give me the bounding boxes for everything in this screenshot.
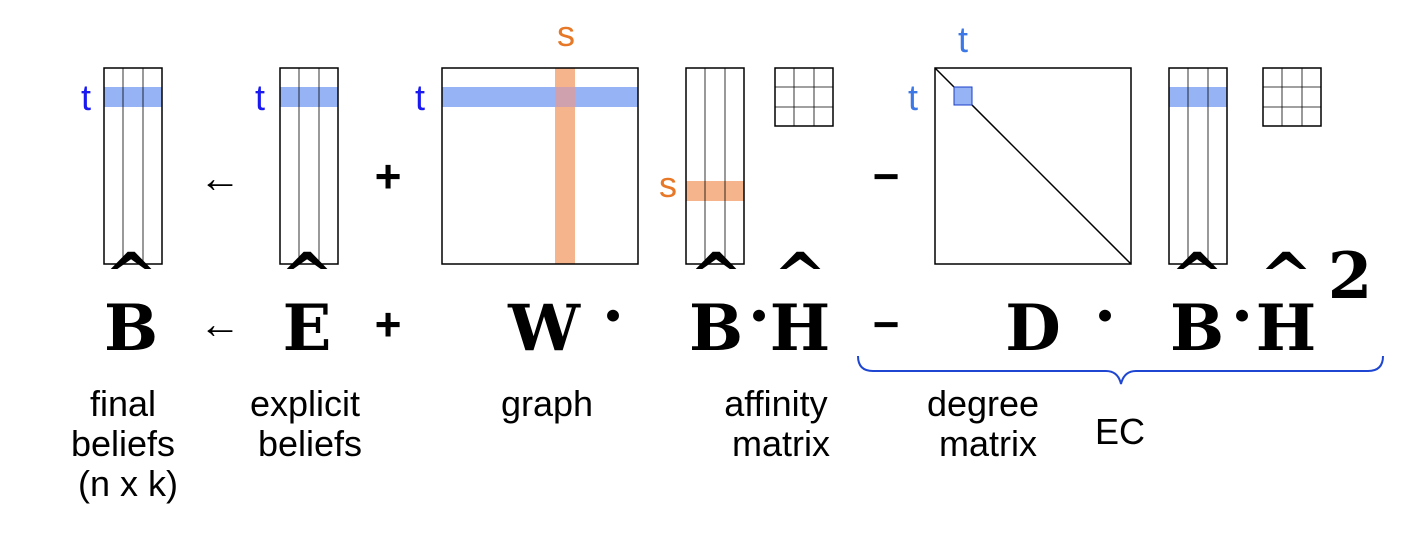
hat-accent: ^ (1259, 239, 1313, 314)
dot-operator: · (1094, 279, 1116, 354)
final-beliefs-matrix: t (81, 67, 163, 265)
affinity-matrix-label: affinity matrix (724, 383, 837, 464)
symbol-w: W (507, 291, 581, 366)
ec-label: EC (1095, 411, 1145, 452)
plus-operator: + (375, 150, 402, 202)
t-column-label: t (958, 19, 968, 60)
dot-operator: · (748, 279, 770, 354)
degree-matrix-label: degree matrix (927, 383, 1049, 464)
row-t-highlight (442, 87, 638, 107)
symbol-h-hat: H (1256, 291, 1316, 366)
explicit-beliefs-label: explicit beliefs (250, 383, 370, 464)
row-t-highlight (104, 87, 162, 107)
ec-brace (857, 355, 1384, 385)
diagonal-t-highlight (953, 86, 973, 106)
hat-accent: ^ (1170, 239, 1224, 314)
t-row-label: t (908, 77, 918, 118)
left-arrow-icon: ← (199, 300, 241, 347)
graph-label: graph (501, 383, 593, 424)
superscript-2: 2 (1328, 239, 1373, 314)
symbol-e-hat: E (283, 291, 332, 366)
t-row-label: t (415, 77, 425, 118)
minus-operator: − (873, 298, 900, 350)
symbol-b-hat: B (104, 291, 158, 366)
symbol-b-hat: B (689, 291, 743, 366)
dot-operator: · (602, 279, 624, 354)
equation: B ^ ← E ^ + W · B ^ · H ^ − D · B ^ · H … (104, 239, 1372, 366)
symbol-h-hat: H (770, 291, 830, 366)
t-row-label: t (81, 77, 91, 118)
hat-accent: ^ (104, 239, 158, 314)
row-s-highlight (686, 181, 744, 201)
symbol-b-hat: B (1170, 291, 1224, 366)
beliefs-matrix-s: s (659, 67, 745, 265)
hat-accent: ^ (773, 239, 827, 314)
s-row-label: s (659, 164, 677, 205)
row-t-highlight (1169, 87, 1227, 107)
affinity-matrix-small-2 (1262, 67, 1322, 127)
column-s-highlight (555, 68, 575, 264)
minus-operator: − (873, 150, 900, 202)
t-row-label: t (255, 77, 265, 118)
hat-accent: ^ (280, 239, 334, 314)
left-arrow-icon: ← (199, 154, 241, 201)
plus-operator: + (375, 298, 402, 350)
row-t-highlight (280, 87, 338, 107)
dot-operator: · (1231, 279, 1253, 354)
beliefs-matrix-t (1168, 67, 1228, 265)
final-beliefs-label: final beliefs (n x k) (71, 383, 185, 504)
s-column-label: s (557, 13, 575, 54)
symbol-d: D (1005, 291, 1061, 366)
explicit-beliefs-matrix: t (255, 67, 339, 265)
degree-matrix: t t (908, 19, 1132, 265)
affinity-matrix-small (774, 67, 834, 127)
hat-accent: ^ (689, 239, 743, 314)
graph-matrix: t s (415, 13, 639, 265)
